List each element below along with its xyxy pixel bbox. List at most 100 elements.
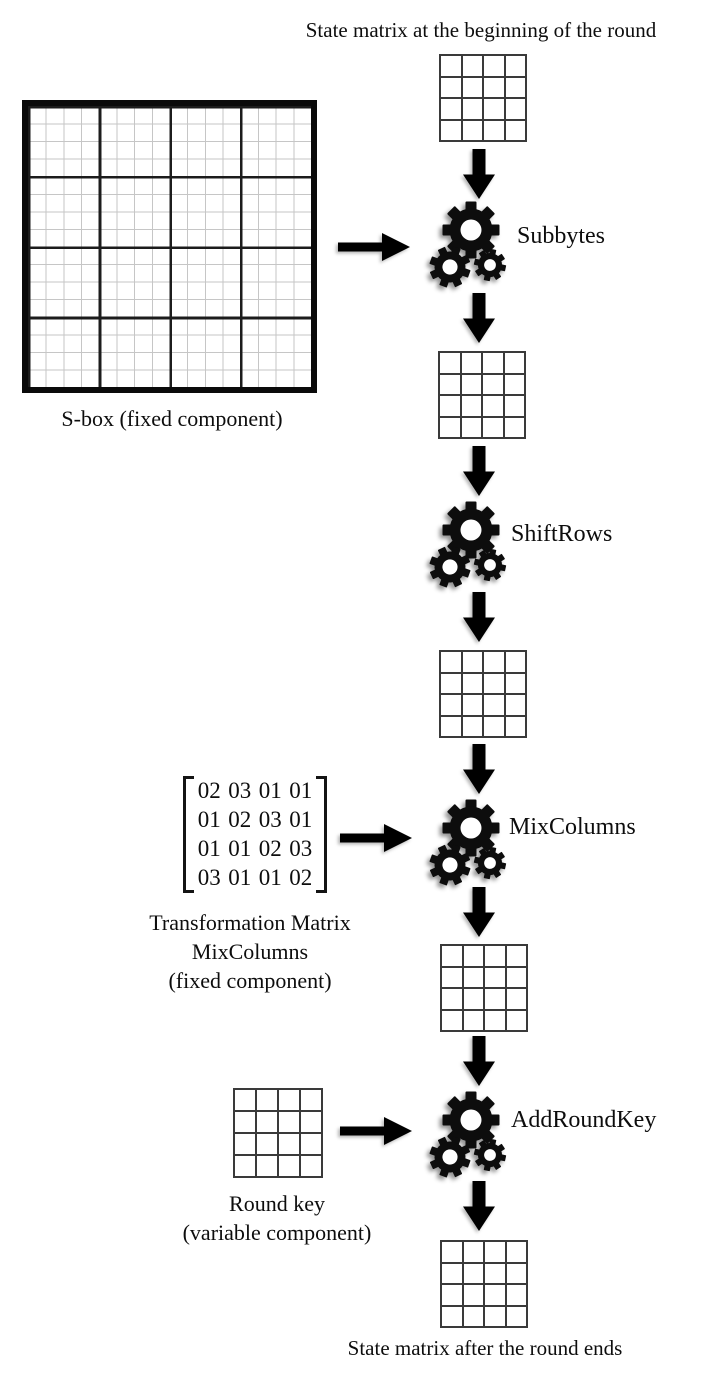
arrow-right-icon [338,233,410,261]
grid-cell [462,1305,484,1327]
matrix-value: 02 [289,864,313,890]
grid-cell [256,1089,278,1111]
grid-cell [483,715,505,737]
matrix-value: 01 [289,807,313,833]
state-matrix-after-shiftrows [439,650,527,738]
arrow-down-icon [463,1036,495,1086]
grid-cell [484,1241,506,1263]
grid-cell [440,694,462,716]
grid-cell [461,694,483,716]
matrix-value: 01 [197,807,221,833]
gears-icon [423,1091,509,1184]
grid-cell [505,945,527,967]
matrix-caption-line2: MixColumns [191,939,309,964]
grid-cell [461,76,483,98]
matrix-value: 03 [289,835,313,861]
grid-cell [504,715,526,737]
grid-cell [441,988,463,1010]
arrow-down-icon [463,887,495,937]
grid-cell [278,1155,300,1177]
grid-cell [484,966,506,988]
gears-icon [423,501,509,594]
round-key-caption: Round key (variable component) [147,1189,407,1247]
matrix-value: 01 [258,778,282,804]
grid-cell [482,352,504,374]
grid-cell [482,373,504,395]
grid-cell [482,395,504,417]
state-matrix-after-mixcolumns [440,944,528,1032]
grid-cell [462,1241,484,1263]
arrow-down-icon [463,1181,495,1231]
grid-cell [462,1009,484,1031]
grid-cell [300,1111,322,1133]
grid-cell [484,1284,506,1306]
grid-cell [483,651,505,673]
bottom-caption: State matrix after the round ends [347,1336,623,1360]
grid-cell [461,672,483,694]
grid-cell [462,945,484,967]
grid-cell [484,945,506,967]
grid-cell [461,98,483,120]
grid-cell [483,694,505,716]
grid-cell [300,1133,322,1155]
grid-cell [484,988,506,1010]
grid-cell [461,651,483,673]
grid-cell [504,651,526,673]
matrix-value: 01 [228,864,252,890]
grid-cell [503,352,525,374]
grid-cell [439,352,461,374]
grid-cell [439,373,461,395]
grid-cell [483,672,505,694]
grid-cell [505,988,527,1010]
grid-cell [460,395,482,417]
arrow-down-icon [463,744,495,794]
round-key-matrix [233,1088,323,1178]
arrow-down-icon [463,592,495,642]
grid-cell [300,1155,322,1177]
grid-cell [462,1262,484,1284]
step-label-addroundkey: AddRoundKey [511,1107,657,1133]
round-key-caption-line2: (variable component) [182,1220,372,1245]
matrix-value: 01 [258,864,282,890]
matrix-value: 02 [197,778,221,804]
matrix-bracket-left [183,776,194,893]
state-matrix-after-subbytes [438,351,526,439]
grid-cell [441,1284,463,1306]
step-label-shiftrows: ShiftRows [511,521,613,547]
grid-cell [462,966,484,988]
grid-cell [505,1305,527,1327]
matrix-value: 02 [258,835,282,861]
grid-cell [505,1009,527,1031]
step-label-subbytes: Subbytes [517,223,606,249]
grid-cell [441,1241,463,1263]
grid-cell [256,1155,278,1177]
top-caption: State matrix at the beginning of the rou… [305,18,657,42]
grid-cell [234,1133,256,1155]
grid-cell [278,1089,300,1111]
grid-cell [439,416,461,438]
grid-cell [439,395,461,417]
grid-cell [483,76,505,98]
grid-cell [256,1111,278,1133]
matrix-value: 01 [228,835,252,861]
grid-cell [278,1111,300,1133]
grid-cell [460,373,482,395]
arrow-right-icon [340,824,412,852]
matrix-value: 01 [197,835,221,861]
gears-icon [423,799,509,892]
grid-cell [460,352,482,374]
grid-cell [278,1133,300,1155]
arrow-right-icon [340,1117,412,1145]
grid-cell [505,1262,527,1284]
grid-cell [503,416,525,438]
grid-cell [505,1241,527,1263]
grid-cell [505,1284,527,1306]
sbox-label: S-box (fixed component) [61,406,283,431]
matrix-value: 02 [228,807,252,833]
arrow-down-icon [463,293,495,343]
grid-cell [503,395,525,417]
state-matrix-start [439,54,527,142]
